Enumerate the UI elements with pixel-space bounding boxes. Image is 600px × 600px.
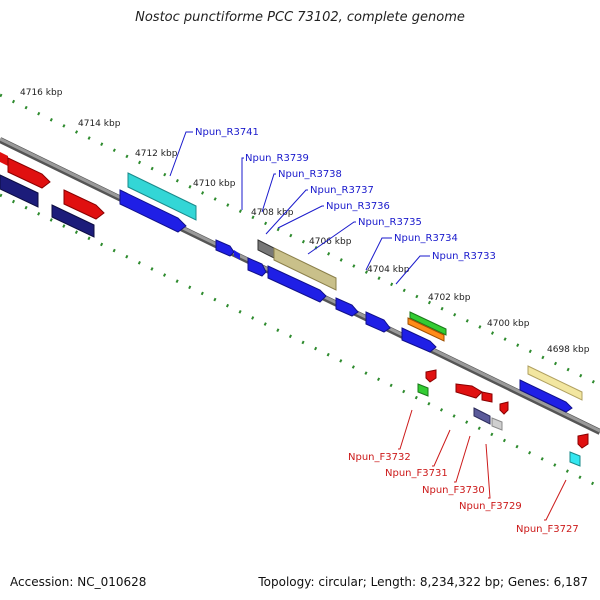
scale-tick-labels: 4716 kbp 4714 kbp 4712 kbp 4710 kbp 4708… (20, 88, 590, 355)
slate-feature[interactable] (473, 407, 491, 425)
gene-label-r3736[interactable]: Npun_R3736 (326, 201, 390, 212)
cds-navy[interactable] (51, 204, 95, 238)
gene-label-f3732[interactable]: Npun_F3732 (348, 452, 411, 463)
green-feature[interactable] (417, 383, 429, 397)
cds-blue[interactable] (335, 297, 359, 317)
cds-blue[interactable] (401, 327, 437, 353)
olive-feature[interactable] (273, 247, 337, 291)
tick-label: 4708 kbp (251, 208, 294, 218)
gene-label-r3737[interactable]: Npun_R3737 (310, 185, 374, 196)
cyan-feature[interactable] (127, 172, 197, 221)
cds-blue[interactable] (247, 257, 267, 277)
cds-red[interactable] (577, 433, 589, 449)
leader-line (265, 189, 308, 235)
tick-label: 4700 kbp (487, 319, 530, 329)
cds-red[interactable] (499, 401, 509, 415)
gene-label-r3738[interactable]: Npun_R3738 (278, 169, 342, 180)
cds-red[interactable] (425, 369, 437, 383)
reverse-gene-labels: Npun_R3741 Npun_R3739 Npun_R3738 Npun_R3… (195, 127, 496, 262)
leader-line (241, 157, 244, 210)
cds-blue[interactable] (519, 379, 573, 413)
forward-gene-labels: Npun_F3732 Npun_F3731 Npun_F3730 Npun_F3… (348, 452, 579, 535)
leader-line (395, 255, 430, 285)
leader-line (544, 479, 567, 521)
cds-blue[interactable] (365, 311, 391, 333)
leader-line (277, 205, 324, 229)
gene-label-r3741[interactable]: Npun_R3741 (195, 127, 259, 138)
leader-line (432, 429, 451, 467)
forward-features (417, 369, 589, 467)
gene-label-f3727[interactable]: Npun_F3727 (516, 524, 579, 535)
cds-navy[interactable] (0, 174, 39, 208)
gene-label-f3730[interactable]: Npun_F3730 (422, 485, 485, 496)
cds-blue[interactable] (267, 265, 327, 303)
cds-blue[interactable] (234, 250, 240, 260)
tick-label: 4710 kbp (193, 179, 236, 189)
outer-scale-ring (0, 93, 600, 387)
reverse-features (119, 172, 583, 413)
tick-label: 4712 kbp (135, 149, 178, 159)
cds-red[interactable] (481, 391, 493, 403)
leader-line (169, 131, 193, 177)
genome-summary-text: Topology: circular; Length: 8,234,322 bp… (258, 575, 588, 589)
tick-label: 4706 kbp (309, 237, 352, 247)
pale-yellow-feature[interactable] (527, 365, 583, 401)
cds-red[interactable] (7, 157, 51, 189)
tick-label: 4702 kbp (428, 293, 471, 303)
gene-label-r3734[interactable]: Npun_R3734 (394, 233, 458, 244)
tick-label: 4698 kbp (547, 345, 590, 355)
leader-line (398, 409, 413, 450)
gene-label-f3731[interactable]: Npun_F3731 (385, 468, 448, 479)
leader-line (261, 173, 276, 213)
leader-line (307, 221, 356, 255)
reverse-leader-lines (169, 131, 430, 285)
forward-leader-lines (398, 409, 567, 521)
cds-red[interactable] (455, 383, 483, 399)
accession-text: Accession: NC_010628 (10, 575, 147, 589)
green-feature[interactable] (409, 311, 447, 336)
orange-feature[interactable] (407, 317, 445, 342)
tick-label: 4716 kbp (20, 88, 63, 98)
outer-scale-dots (0, 93, 600, 387)
tick-label: 4704 kbp (367, 265, 410, 275)
inner-scale-ring (0, 193, 600, 489)
leader-line (365, 237, 392, 271)
cds-blue[interactable] (215, 239, 235, 257)
gene-label-f3729[interactable]: Npun_F3729 (459, 501, 522, 512)
gene-label-r3735[interactable]: Npun_R3735 (358, 217, 422, 228)
cds-red[interactable] (63, 189, 105, 220)
cds-blue[interactable] (119, 189, 187, 233)
gene-label-r3733[interactable]: Npun_R3733 (432, 251, 496, 262)
leader-line (485, 443, 491, 499)
light-gray-feature[interactable] (491, 417, 503, 431)
tick-label: 4714 kbp (78, 119, 121, 129)
light-cyan-feature[interactable] (569, 451, 581, 467)
leader-line (454, 435, 471, 483)
genome-title: Nostoc punctiforme PCC 73102, complete g… (135, 10, 465, 25)
inner-scale-dots (0, 193, 600, 489)
cds-red[interactable] (0, 152, 8, 166)
features-left (0, 152, 105, 238)
gray-feature[interactable] (257, 239, 275, 259)
gene-label-r3739[interactable]: Npun_R3739 (245, 153, 309, 164)
